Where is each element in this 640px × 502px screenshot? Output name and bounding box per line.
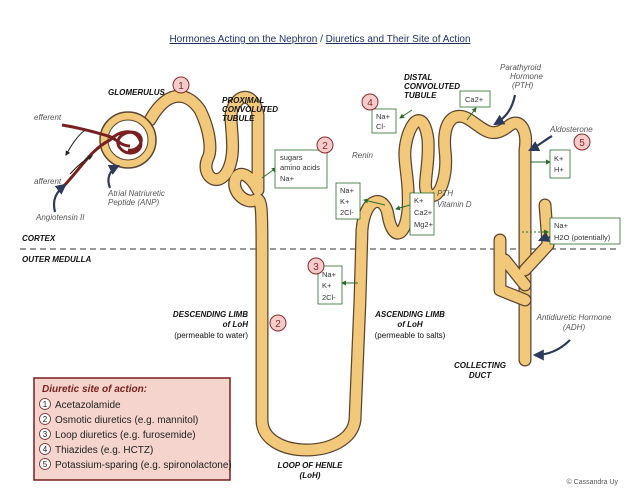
box-asc-upper: Na+ K+ 2Cl-	[335, 182, 361, 220]
label-outer-medulla: OUTER MEDULLA	[22, 255, 92, 264]
svg-text:Na+: Na+	[280, 174, 295, 183]
svg-text:3: 3	[43, 430, 48, 439]
reabsorption-arrows	[261, 107, 551, 286]
label-angiotensin: Angiotensin II	[35, 213, 85, 222]
label-desc-2: of LoH	[223, 320, 249, 329]
svg-text:H2O (potentially): H2O (potentially)	[554, 233, 611, 242]
site-marker-3: 3	[307, 257, 325, 275]
svg-text:Potassium-sparing (e.g. spiron: Potassium-sparing (e.g. spironolactone)	[55, 460, 232, 471]
label-dct-2: CONVOLUTED	[404, 82, 460, 91]
svg-text:Ca2+: Ca2+	[414, 208, 433, 217]
svg-text:Na+: Na+	[340, 186, 355, 195]
svg-text:Mg2+: Mg2+	[414, 220, 434, 229]
label-asc-1: ASCENDING LIMB	[374, 310, 445, 319]
glomerulus-capsule	[58, 111, 157, 192]
svg-text:Acetazolamide: Acetazolamide	[55, 400, 121, 411]
svg-text:sugars: sugars	[280, 153, 303, 162]
svg-text:Thiazides (e.g. HCTZ): Thiazides (e.g. HCTZ)	[55, 445, 153, 456]
legend-item: 1 Acetazolamide	[39, 398, 121, 411]
label-anp-2: Peptide (ANP)	[108, 198, 159, 207]
svg-text:Cl-: Cl-	[376, 122, 386, 131]
site-marker-2-desc: 2	[269, 314, 287, 332]
svg-text:2Cl-: 2Cl-	[340, 208, 354, 217]
label-pct-1: PROXIMAL	[222, 96, 264, 105]
label-cortex: CORTEX	[22, 234, 56, 243]
box-dct-mid: K+ Ca2+ Mg2+	[409, 192, 435, 236]
label-pth-2: Hormone	[510, 72, 543, 81]
svg-text:Loop diuretics (e.g. furosemid: Loop diuretics (e.g. furosemide)	[55, 430, 196, 441]
label-asc-2: of LoH	[397, 320, 423, 329]
legend-item: 2 Osmotic diuretics (e.g. mannitol)	[39, 413, 198, 426]
svg-text:Na+: Na+	[376, 112, 391, 121]
svg-text:2: 2	[322, 141, 328, 152]
label-renin: Renin	[352, 151, 373, 160]
box-cd-water: Na+ H2O (potentially)	[549, 217, 621, 245]
label-loop-1: LOOP OF HENLE	[277, 461, 343, 470]
label-dct-3: TUBULE	[404, 91, 437, 100]
svg-text:K+: K+	[414, 196, 424, 205]
svg-text:H+: H+	[554, 165, 564, 174]
site-marker-5: 5	[573, 133, 591, 151]
box-cd-k: K+ H+	[549, 149, 571, 179]
svg-text:Na+: Na+	[322, 270, 337, 279]
legend-item: 3 Loop diuretics (e.g. furosemide)	[39, 428, 196, 441]
label-anp-1: Atrial Natriuretic	[107, 189, 165, 198]
svg-text:5: 5	[579, 138, 585, 149]
label-pct-2: CONVOLUTED	[222, 105, 278, 114]
svg-text:2Cl-: 2Cl-	[322, 293, 336, 302]
label-desc-3: (permeable to water)	[174, 331, 248, 340]
legend-title: Diuretic site of action:	[42, 384, 147, 395]
label-cd-2: DUCT	[469, 371, 492, 380]
label-loop-2: (LoH)	[300, 471, 321, 480]
svg-text:2: 2	[275, 319, 281, 330]
label-asc-3: (permeable to salts)	[375, 331, 446, 340]
efferent-arteriole	[61, 123, 131, 148]
label-aldosterone: Aldosterone	[549, 125, 593, 134]
box-pct: sugars amino acids Na+	[274, 149, 328, 189]
label-efferent: efferent	[34, 113, 62, 122]
box-dct-top: Na+ Cl-	[371, 108, 397, 134]
label-pth-3: (PTH)	[512, 81, 534, 90]
svg-text:Na+: Na+	[554, 221, 569, 230]
legend-box: Diuretic site of action: 1 Acetazolamide…	[33, 377, 232, 481]
site-marker-2-pct: 2	[316, 136, 334, 154]
afferent-arteriole	[58, 130, 143, 192]
label-pct-3: TUBULE	[222, 114, 255, 123]
vessel-direction-arrows	[65, 129, 93, 175]
svg-text:K+: K+	[322, 281, 332, 290]
svg-text:Ca2+: Ca2+	[465, 95, 484, 104]
legend-item: 5 Potassium-sparing (e.g. spironolactone…	[39, 458, 232, 471]
label-pth-1: Parathyroid	[500, 63, 541, 72]
svg-text:5: 5	[43, 460, 48, 469]
label-afferent: afferent	[34, 177, 62, 186]
svg-text:4: 4	[43, 445, 48, 454]
svg-text:1: 1	[43, 400, 48, 409]
box-asc-lower: Na+ K+ 2Cl-	[317, 265, 343, 305]
svg-text:3: 3	[313, 262, 319, 273]
label-pth-bullet: • PTH	[432, 189, 453, 198]
svg-text:2: 2	[43, 415, 48, 424]
svg-text:amino acids: amino acids	[280, 163, 320, 172]
svg-text:K+: K+	[340, 197, 350, 206]
svg-text:Osmotic diuretics (e.g. mannit: Osmotic diuretics (e.g. mannitol)	[55, 415, 198, 426]
label-glomerulus: GLOMERULUS	[108, 88, 166, 97]
svg-text:4: 4	[367, 98, 373, 109]
label-cd-1: COLLECTING	[454, 361, 506, 370]
svg-text:K+: K+	[554, 154, 564, 163]
svg-text:1: 1	[178, 81, 184, 92]
label-desc-1: DESCENDING LIMB	[173, 310, 248, 319]
box-pth: Ca2+	[459, 90, 491, 108]
diagram-title: Hormones Acting on the Nephron / Diureti…	[169, 34, 470, 45]
site-marker-4: 4	[361, 93, 379, 111]
label-adh-1: Antidiuretic Hormone	[536, 313, 612, 322]
hormone-arrows	[52, 94, 571, 361]
label-adh-2: (ADH)	[563, 323, 586, 332]
nephron-tubule	[143, 89, 555, 457]
legend-item: 4 Thiazides (e.g. HCTZ)	[39, 443, 153, 456]
label-vitd-bullet: • Vitamin D	[432, 200, 472, 209]
label-dct-1: DISTAL	[404, 73, 432, 82]
credit-text: © Cassandra Uy	[567, 478, 619, 486]
site-marker-1: 1	[172, 76, 190, 94]
